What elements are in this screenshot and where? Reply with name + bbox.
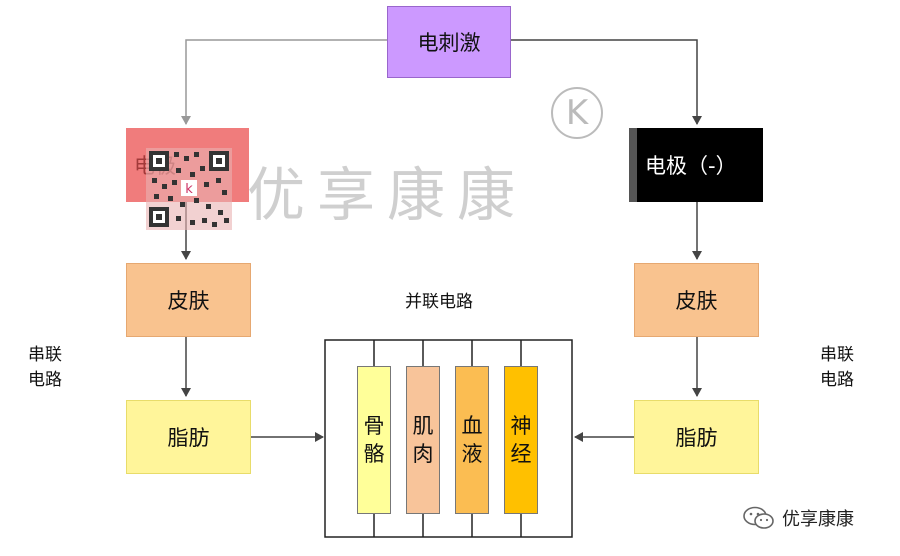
qr-code-icon: k [146, 148, 232, 230]
left-fat-label: 脂肪 [167, 426, 210, 450]
right-skin-box: 皮肤 [634, 263, 759, 337]
left-fat-box: 脂肪 [126, 400, 251, 474]
tissue-label: 肌肉 [412, 414, 434, 466]
tissue-nerve: 神经 [504, 366, 538, 514]
tissue-bone: 骨骼 [357, 366, 391, 514]
right-skin-label: 皮肤 [675, 289, 718, 313]
watermark-logo: K [551, 87, 603, 139]
tissue-label: 血液 [461, 414, 483, 466]
electrode-negative-box: 电极（-） [629, 128, 763, 202]
stimulus-to-negative-line [511, 39, 702, 125]
tissue-blood: 血液 [455, 366, 489, 514]
wechat-account-mark: 优享康康 [742, 505, 854, 531]
right-fat-box: 脂肪 [634, 400, 759, 474]
series-circuit-label-right: 串联电路 [820, 345, 854, 390]
watermark-text: 优享康康 [247, 161, 528, 229]
tissue-muscle: 肌肉 [406, 366, 440, 514]
left-skin-box: 皮肤 [126, 263, 251, 337]
wechat-icon [743, 506, 774, 529]
stimulus-to-positive-line [181, 39, 387, 125]
stimulus-box: 电刺激 [387, 6, 511, 78]
right-fat-label: 脂肪 [675, 426, 718, 450]
wechat-account-name: 优享康康 [782, 509, 854, 530]
parallel-circuit-label: 并联电路 [405, 292, 473, 312]
watermark-logo-letter: K [565, 93, 589, 133]
parallel-circuit-frame [324, 339, 573, 538]
left-skin-label: 皮肤 [167, 289, 210, 313]
stimulus-label: 电刺激 [417, 31, 481, 55]
electrode-negative-label: 电极（-） [645, 154, 737, 178]
series-circuit-label-left: 串联电路 [28, 345, 62, 390]
tissue-label: 神经 [510, 414, 532, 466]
svg-text:k: k [185, 182, 193, 197]
tissue-label: 骨骼 [363, 414, 385, 466]
